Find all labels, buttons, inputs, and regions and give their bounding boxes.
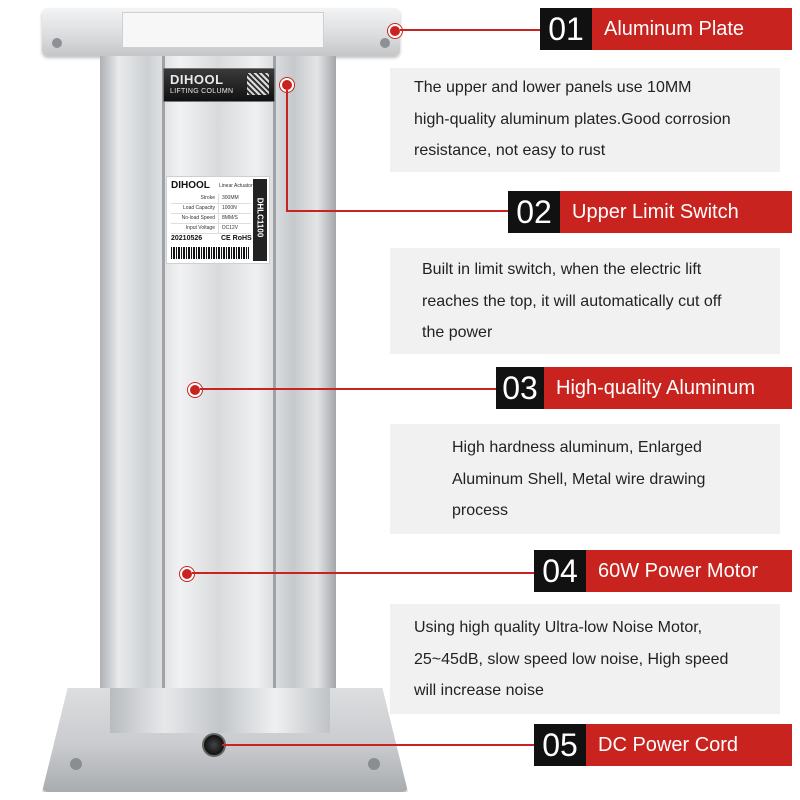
feature-number-03: 03 xyxy=(496,367,544,409)
feature-description-04: Using high quality Ultra-low Noise Motor… xyxy=(390,604,780,714)
barcode-icon xyxy=(171,247,249,259)
feature-title-aluminum-plate: Aluminum Plate xyxy=(592,8,792,50)
feature-number-02: 02 xyxy=(508,191,560,233)
screw-hole xyxy=(70,758,82,770)
callout-dot-01 xyxy=(388,24,402,38)
product-image: DIHOOL LIFTING COLUMN DIHOOL Linear Actu… xyxy=(42,8,408,792)
spec-value: 1000N xyxy=(222,205,237,211)
callout-dot-03 xyxy=(188,383,202,397)
top-plate-sticker xyxy=(122,12,324,48)
qr-code-icon xyxy=(247,73,269,95)
feature-description-03: High hardness aluminum, Enlarged Aluminu… xyxy=(390,424,780,534)
description-line: Aluminum Shell, Metal wire drawing xyxy=(452,470,706,488)
column-groove xyxy=(273,56,276,728)
description-line: process xyxy=(452,502,509,519)
label-date: 20210526 xyxy=(171,235,203,242)
callout-line-02 xyxy=(286,210,508,212)
column-base-section xyxy=(110,688,330,733)
label-type: Linear Actuator xyxy=(219,183,253,189)
callout-dot-04 xyxy=(180,567,194,581)
description-line: high-quality aluminum plates.Good corros… xyxy=(414,110,731,128)
feature-title-upper-limit-switch: Upper Limit Switch xyxy=(560,191,792,233)
description-line: the power xyxy=(422,324,493,341)
spec-value: DC12V xyxy=(222,225,239,231)
feature-description-02: Built in limit switch, when the electric… xyxy=(390,248,780,354)
spec-value: 300MM xyxy=(222,195,239,201)
spec-key: Load Capacity xyxy=(171,204,219,213)
screw-hole xyxy=(368,758,380,770)
badge-brand: DIHOOL xyxy=(170,72,224,87)
lifting-column-body xyxy=(100,56,336,728)
screw-hole xyxy=(380,38,390,48)
feature-description-01: The upper and lower panels use 10MM high… xyxy=(390,68,780,172)
description-line: will increase noise xyxy=(414,682,544,699)
model-strip: DHLC1100 xyxy=(253,179,267,261)
callout-line-03 xyxy=(200,388,496,390)
feature-number-05: 05 xyxy=(534,724,586,766)
description-line: reaches the top, it will automatically c… xyxy=(422,292,722,310)
callout-line-05 xyxy=(222,744,534,746)
description-line: Built in limit switch, when the electric… xyxy=(422,261,702,278)
spec-key: Input Voltage xyxy=(171,224,219,233)
label-certification: CE RoHS xyxy=(221,235,252,242)
feature-title-high-quality-aluminum: High-quality Aluminum xyxy=(544,367,792,409)
brand-badge: DIHOOL LIFTING COLUMN xyxy=(163,68,275,102)
screw-hole xyxy=(52,38,62,48)
label-brand: DIHOOL xyxy=(171,180,210,191)
badge-subtitle: LIFTING COLUMN xyxy=(170,88,234,95)
feature-number-01: 01 xyxy=(540,8,592,50)
top-aluminum-plate xyxy=(42,8,400,56)
feature-title-dc-power-cord: DC Power Cord xyxy=(586,724,792,766)
description-line: The upper and lower panels use 10MM xyxy=(414,79,692,96)
feature-title-power-motor: 60W Power Motor xyxy=(586,550,792,592)
callout-line-01 xyxy=(400,29,540,31)
description-line: resistance, not easy to rust xyxy=(414,142,606,159)
description-line: High hardness aluminum, Enlarged xyxy=(452,439,702,456)
callout-line-04 xyxy=(192,572,534,574)
description-line: 25~45dB, slow speed low noise, High spee… xyxy=(414,650,729,668)
description-line: Using high quality Ultra-low Noise Motor… xyxy=(414,619,703,636)
spec-key: No-load Speed xyxy=(171,214,219,223)
spec-value: 8MM/S xyxy=(222,215,238,221)
spec-key: Stroke xyxy=(171,194,219,203)
label-model: DHLC1100 xyxy=(255,197,265,238)
column-groove xyxy=(162,56,165,728)
callout-line-02-vertical xyxy=(286,90,288,212)
feature-number-04: 04 xyxy=(534,550,586,592)
